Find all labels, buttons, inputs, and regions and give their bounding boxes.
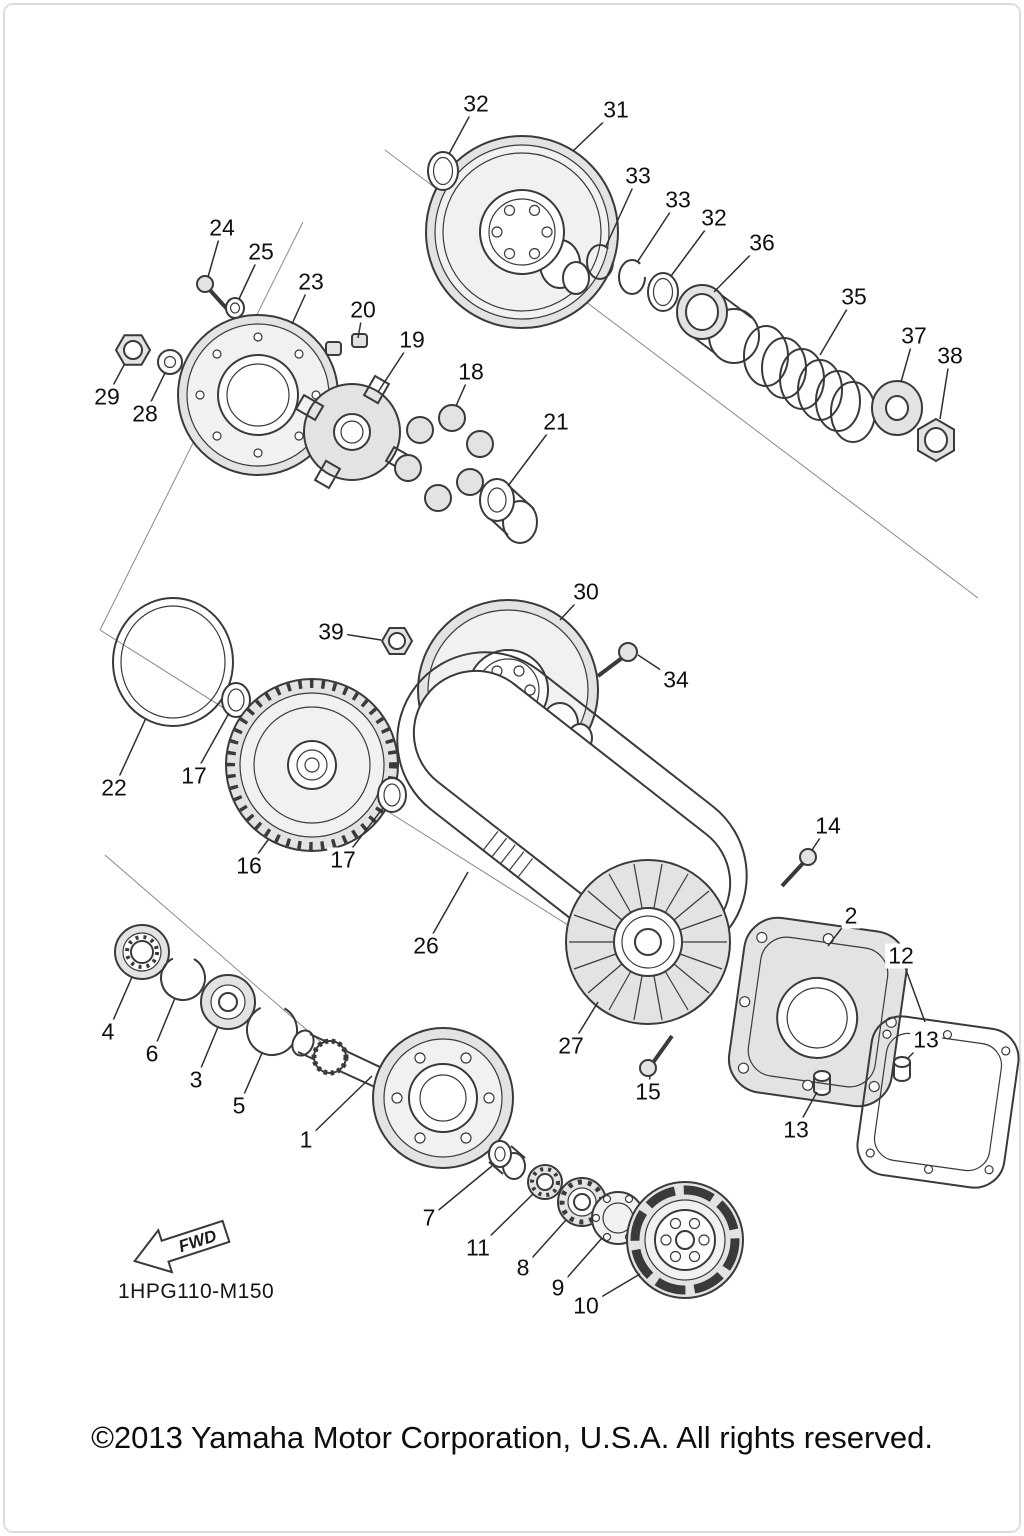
part-washer <box>225 297 245 319</box>
leader-line <box>522 1219 567 1269</box>
leader-line <box>713 242 763 293</box>
leader-line <box>342 807 384 861</box>
part-nut <box>114 334 152 366</box>
part-spring-collar <box>676 284 760 364</box>
part-nut <box>917 417 955 463</box>
leader-line <box>455 371 472 407</box>
leader-line <box>939 355 951 420</box>
part-oil-seal <box>377 777 407 813</box>
leader-line <box>559 591 587 621</box>
leader-line <box>106 364 125 398</box>
part-bolt <box>196 275 230 312</box>
leader-line <box>107 976 133 1033</box>
leader-line <box>448 103 477 155</box>
part-secondary-sliding-sheave-fan <box>565 859 731 1025</box>
part-oil-seal <box>200 974 256 1030</box>
part-spacer <box>488 1140 526 1180</box>
leader-line <box>330 631 382 641</box>
part-ring <box>647 272 679 312</box>
leader-line <box>557 1237 603 1289</box>
leader-line <box>238 251 262 300</box>
part-clutch-carrier <box>626 1181 744 1299</box>
leader-line <box>193 712 230 777</box>
leader-line <box>811 825 829 851</box>
part-fixed-plate <box>177 314 339 476</box>
part-dowel-pin <box>813 1070 831 1096</box>
leader-line <box>647 1075 651 1093</box>
diagram-code: 1HPG110-M150 <box>118 1280 275 1303</box>
part-bolt <box>639 1034 674 1077</box>
leader-line <box>827 915 852 947</box>
part-dowel-pin <box>893 1056 911 1082</box>
part-bearing <box>527 1164 563 1200</box>
part-cover-gasket <box>856 1015 1020 1189</box>
leader-line <box>900 955 926 1023</box>
part-nut <box>380 627 414 655</box>
part-bearing <box>114 924 170 980</box>
leader-line <box>572 109 617 152</box>
copyright-text: ©2013 Yamaha Motor Corporation, U.S.A. A… <box>91 1420 933 1455</box>
leader-line <box>291 281 312 325</box>
leader-line <box>425 871 469 947</box>
part-ring <box>427 151 459 191</box>
leader-line <box>637 199 679 262</box>
leader-line <box>907 1039 927 1059</box>
leader-line <box>428 1165 493 1219</box>
leader-line <box>113 717 147 789</box>
part-washer <box>157 349 183 375</box>
leader-line <box>207 227 223 278</box>
part-weight-rollers <box>394 404 494 512</box>
part-oil-seal <box>221 682 251 718</box>
leader-line <box>151 997 176 1055</box>
part-circlip <box>160 955 206 1001</box>
part-sliders <box>325 333 368 356</box>
leader-line <box>570 1001 599 1047</box>
part-oring <box>112 597 234 727</box>
part-spring-seat-washer <box>871 380 923 436</box>
leader-line <box>900 335 915 383</box>
leader-line <box>585 1273 641 1307</box>
leader-line <box>819 296 855 356</box>
leader-line <box>670 217 715 277</box>
leader-line <box>507 421 557 487</box>
leader-line <box>605 175 639 247</box>
part-circlips <box>586 244 646 295</box>
leader-line <box>357 309 364 339</box>
part-spacer-collar <box>479 478 538 544</box>
part-spider-cam <box>294 374 415 490</box>
leader-line <box>377 339 413 393</box>
leader-line <box>795 1091 818 1131</box>
leader-line <box>477 1193 534 1249</box>
part-primary-fixed-sheave <box>425 135 619 329</box>
leader-line <box>637 654 677 681</box>
leader-line <box>238 1052 263 1107</box>
part-primary-sliding-sheave <box>225 678 399 852</box>
part-bolt <box>596 642 638 678</box>
part-bolt <box>780 848 817 888</box>
leader-line <box>195 1026 219 1081</box>
part-primary-shaft-drum <box>291 1027 514 1169</box>
leader-line <box>248 839 269 867</box>
leader-line <box>305 1075 373 1141</box>
leader-line <box>144 372 166 415</box>
